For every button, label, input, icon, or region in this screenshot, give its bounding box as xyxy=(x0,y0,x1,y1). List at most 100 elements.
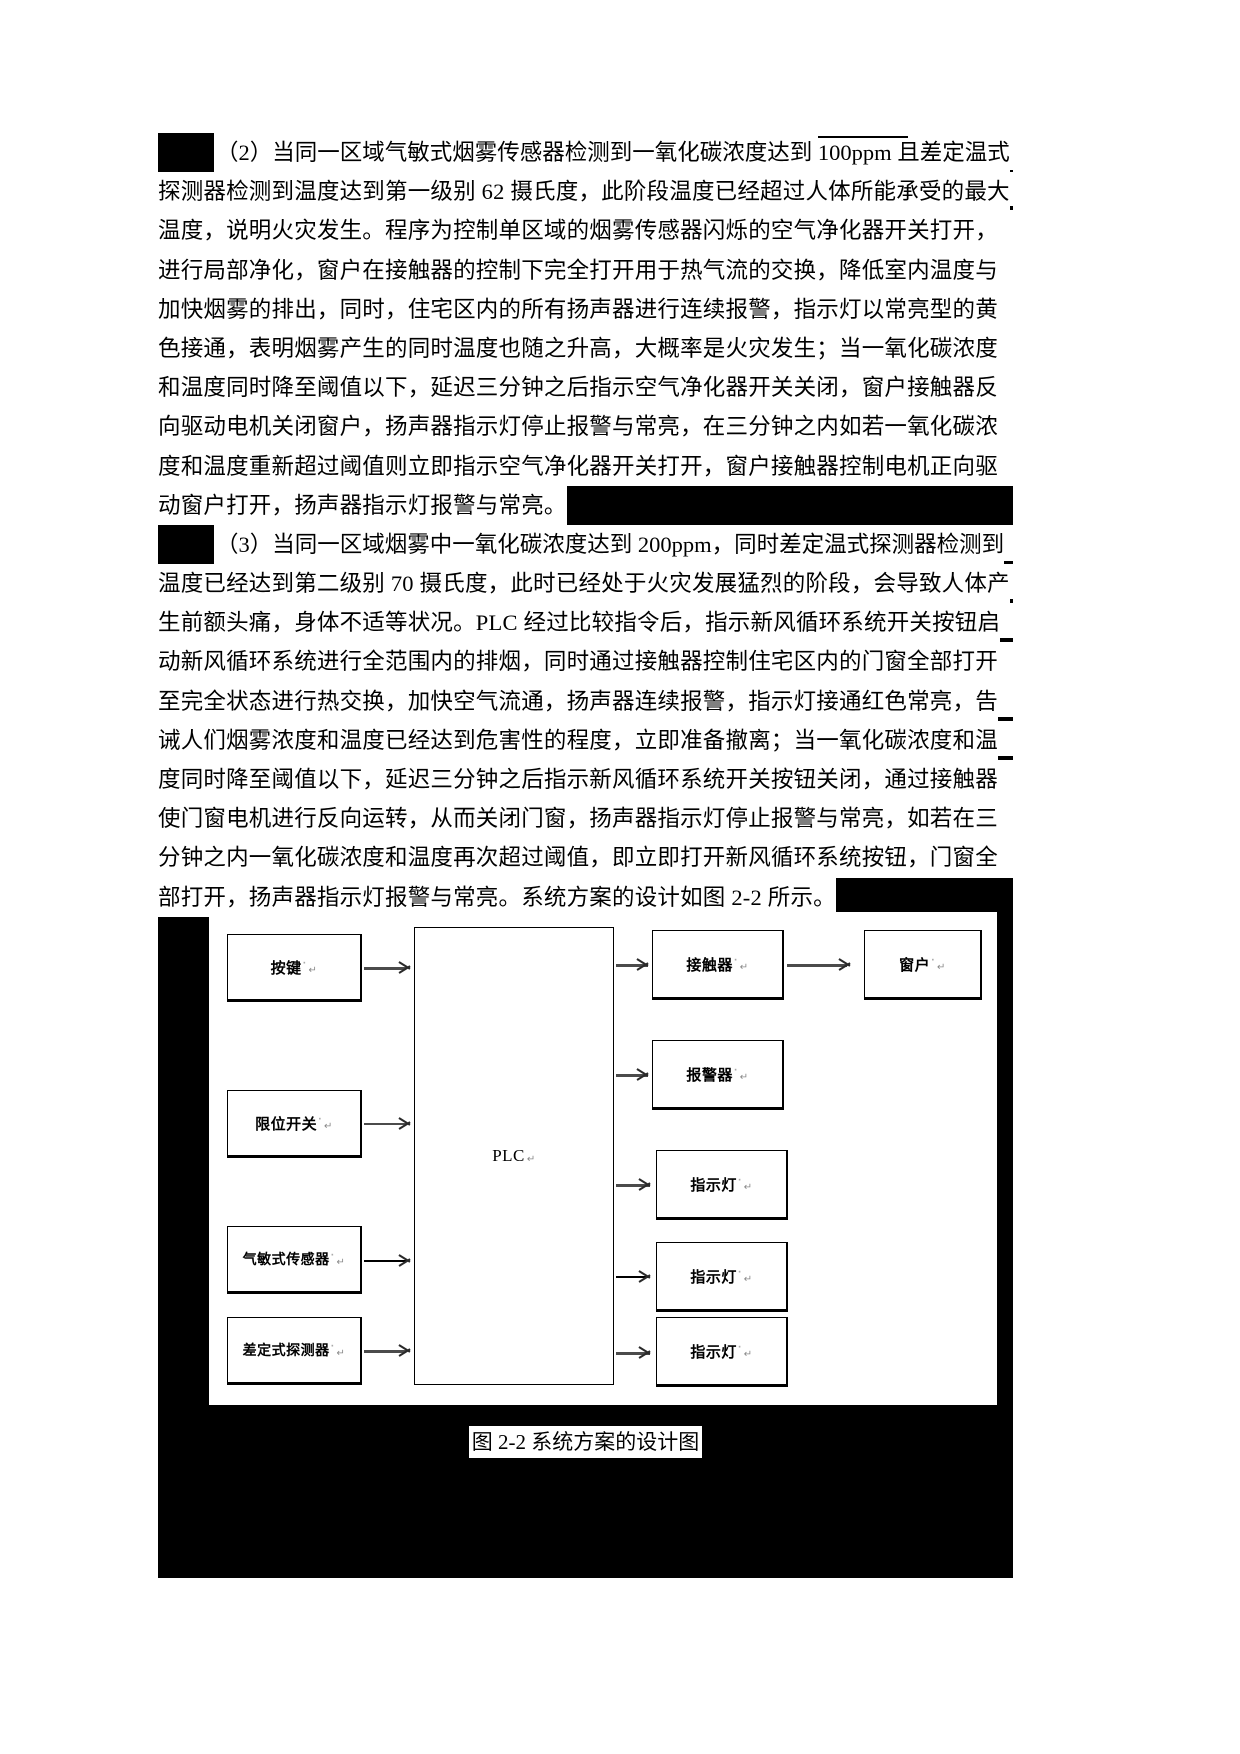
text-line: 分钟之内一氧化碳浓度和温度再次超过阈值，即立即打开新风循环系统按钮，门窗全 xyxy=(158,838,1013,878)
edge-plc-to-contactor xyxy=(616,964,648,967)
node-label: 接触器 xyxy=(686,955,733,974)
pilcrow-icon: ↵ xyxy=(336,1347,346,1359)
node-label: 气敏式传感器 xyxy=(242,1252,330,1268)
block-diagram: 按键·↵ 限位开关·↵ 气敏式传感器·↵ 差定式探测器·↵ PLC↵ 接触器·↵… xyxy=(208,911,998,1406)
pilcrow-icon: ↵ xyxy=(526,1153,536,1165)
text-line-content: 部打开，扬声器指示灯报警与常亮。系统方案的设计如图 2-2 所示。 xyxy=(158,877,836,917)
node-label: 按键 xyxy=(270,958,302,977)
text-line: 动窗户打开，扬声器指示灯报警与常亮。 xyxy=(158,485,1013,525)
text-line-content: 向驱动电机关闭窗户，扬声器指示灯停止报警与常亮，在三分钟之内如若一氧化碳浓 xyxy=(158,407,998,447)
text-line-content: 和温度同时降至阈值以下，延迟三分钟之后指示空气净化器开关关闭，窗户接触器反 xyxy=(158,368,998,408)
node-mark: · xyxy=(737,1176,742,1186)
node-mark: · xyxy=(733,1066,738,1076)
text-line: 至完全状态进行热交换，加快空气流通，扬声器连续报警，指示灯接通红色常亮，告 xyxy=(158,681,1013,723)
arrow-head-icon xyxy=(399,1343,411,1357)
node-label: 限位开关 xyxy=(255,1114,318,1133)
node-light-2: 指示灯·↵ xyxy=(656,1242,788,1312)
text-line: 生前额头痛，身体不适等状况。PLC 经过比较指令后，指示新风循环系统开关按钮启 xyxy=(158,603,1013,643)
arrow-head-icon xyxy=(399,1116,411,1130)
scan-artifact-bar xyxy=(158,133,214,173)
arrow-head-icon xyxy=(399,960,411,974)
node-mark: · xyxy=(318,1115,323,1125)
figure-2-2: 按键·↵ 限位开关·↵ 气敏式传感器·↵ 差定式探测器·↵ PLC↵ 接触器·↵… xyxy=(158,878,1013,1578)
node-rate-detector: 差定式探测器·↵ xyxy=(227,1317,362,1385)
text-line: 度和温度重新超过阈值则立即指示空气净化器开关打开，窗户接触器控制电机正向驱 xyxy=(158,446,1013,486)
text-line-content: 诫人们烟雾浓度和温度已经达到危害性的程度，立即准备撤离；当一氧化碳浓度和温 xyxy=(158,720,998,761)
node-label: PLC xyxy=(492,1146,525,1165)
text-line: 诫人们烟雾浓度和温度已经达到危害性的程度，立即准备撤离；当一氧化碳浓度和温 xyxy=(158,720,1013,761)
node-label: 指示灯 xyxy=(690,1342,737,1361)
text-line: 向驱动电机关闭窗户，扬声器指示灯停止报警与常亮，在三分钟之内如若一氧化碳浓 xyxy=(158,407,1013,447)
text-line-content: 色接通，表明烟雾产生的同时温度也随之升高，大概率是火灾发生；当一氧化碳浓度 xyxy=(158,328,998,369)
node-plc: PLC↵ xyxy=(414,927,614,1385)
paragraph-3: （3）当同一区域烟雾中一氧化碳浓度达到 200ppm，同时差定温式探测器检测到 … xyxy=(158,524,1013,918)
edge-rate-detector-to-plc xyxy=(364,1350,406,1353)
text-line-content: 至完全状态进行热交换，加快空气流通，扬声器连续报警，指示灯接通红色常亮，告 xyxy=(158,681,998,721)
node-mark: · xyxy=(931,956,936,966)
node-alarm: 报警器·↵ xyxy=(652,1040,784,1110)
arrow-head-icon xyxy=(639,1177,651,1191)
arrow-head-icon xyxy=(399,1253,411,1267)
node-label: 报警器 xyxy=(686,1065,733,1084)
figure-caption-text: 图 2-2 系统方案的设计图 xyxy=(468,1426,703,1458)
text-line-content: 进行局部净化，窗户在接触器的控制下完全打开用于热气流的交换，降低室内温度与 xyxy=(158,250,998,290)
pilcrow-icon: ↵ xyxy=(743,1181,753,1193)
text-line-content: （3）当同一区域烟雾中一氧化碳浓度达到 200ppm，同时差定温式探测器检测到 xyxy=(214,524,1005,565)
node-label: 差定式探测器 xyxy=(242,1343,330,1359)
edge-gas-sensor-to-plc xyxy=(364,1260,406,1262)
edge-plc-to-light-1 xyxy=(616,1184,650,1187)
edge-plc-to-light-3 xyxy=(616,1352,650,1355)
text-line: 动新风循环系统进行全范围内的排烟，同时通过接触器控制住宅区内的门窗全部打开 xyxy=(158,642,1013,682)
node-mark: · xyxy=(330,1251,335,1261)
text-line-content: 度同时降至阈值以下，延迟三分钟之后指示新风循环系统开关按钮关闭，通过接触器 xyxy=(158,760,998,800)
pilcrow-icon: ↵ xyxy=(336,1256,346,1268)
paragraph-2: （2）当同一区域气敏式烟雾传感器检测到一氧化碳浓度达到 100ppm 且差定温式… xyxy=(158,133,1013,525)
node-mark: · xyxy=(737,1268,742,1278)
node-label: 指示灯 xyxy=(690,1267,737,1286)
text-line: 进行局部净化，窗户在接触器的控制下完全打开用于热气流的交换，降低室内温度与 xyxy=(158,250,1013,290)
node-button: 按键·↵ xyxy=(227,934,362,1002)
pilcrow-icon: ↵ xyxy=(937,961,946,973)
text-line: 探测器检测到温度达到第一级别 62 摄氏度，此阶段温度已经超过人体所能承受的最大 xyxy=(158,172,1013,212)
edge-button-to-plc xyxy=(364,967,406,970)
document-body: （2）当同一区域气敏式烟雾传感器检测到一氧化碳浓度达到 100ppm 且差定温式… xyxy=(158,133,1013,918)
arrow-head-icon xyxy=(637,1067,649,1081)
text-line-content: 使门窗电机进行反向运转，从而关闭门窗，扬声器指示灯停止报警与常亮，如若在三 xyxy=(158,799,998,839)
node-light-3: 指示灯·↵ xyxy=(656,1317,788,1387)
node-light-1: 指示灯·↵ xyxy=(656,1150,788,1220)
scan-artifact-bar xyxy=(158,524,214,565)
text-line-content: 动窗户打开，扬声器指示灯报警与常亮。 xyxy=(158,485,567,525)
text-line: 使门窗电机进行反向运转，从而关闭门窗，扬声器指示灯停止报警与常亮，如若在三 xyxy=(158,799,1013,839)
edge-limit-switch-to-plc xyxy=(364,1123,406,1125)
pilcrow-icon: ↵ xyxy=(739,961,749,973)
arrow-head-icon xyxy=(637,957,649,971)
arrow-head-icon xyxy=(839,957,851,971)
edge-contactor-to-window xyxy=(787,964,847,967)
edge-plc-to-alarm xyxy=(616,1074,648,1077)
text-line-content: 度和温度重新超过阈值则立即指示空气净化器开关打开，窗户接触器控制电机正向驱 xyxy=(158,446,998,486)
arrow-head-icon xyxy=(639,1269,651,1283)
pilcrow-icon: ↵ xyxy=(743,1348,753,1360)
text-line: 度同时降至阈值以下，延迟三分钟之后指示新风循环系统开关按钮关闭，通过接触器 xyxy=(158,760,1013,800)
node-gas-sensor: 气敏式传感器·↵ xyxy=(227,1226,362,1294)
figure-caption: 图 2-2 系统方案的设计图 xyxy=(158,1426,1013,1458)
text-line: 加快烟雾的排出，同时，住宅区内的所有扬声器进行连续报警，指示灯以常亮型的黄 xyxy=(158,289,1013,329)
node-mark: · xyxy=(733,956,738,966)
edge-plc-to-light-2 xyxy=(616,1276,650,1278)
text-line-content: 生前额头痛，身体不适等状况。PLC 经过比较指令后，指示新风循环系统开关按钮启 xyxy=(158,603,1001,643)
text-line: （2）当同一区域气敏式烟雾传感器检测到一氧化碳浓度达到 100ppm 且差定温式 xyxy=(158,133,1013,177)
text-line-content: 分钟之内一氧化碳浓度和温度再次超过阈值，即立即打开新风循环系统按钮，门窗全 xyxy=(158,838,998,878)
node-contactor: 接触器·↵ xyxy=(652,930,784,1000)
pilcrow-icon: ↵ xyxy=(743,1273,753,1285)
text-line: 温度已经达到第二级别 70 摄氏度，此时已经处于火灾发展猛烈的阶段，会导致人体产 xyxy=(158,564,1013,606)
node-limit-switch: 限位开关·↵ xyxy=(227,1090,362,1158)
text-line-content: 温度，说明火灾发生。程序为控制单区域的烟雾传感器闪烁的空气净化器开关打开， xyxy=(158,211,998,251)
text-line-content: （2）当同一区域气敏式烟雾传感器检测到一氧化碳浓度达到 100ppm 且差定温式 xyxy=(214,133,1010,173)
text-line: 和温度同时降至阈值以下，延迟三分钟之后指示空气净化器开关关闭，窗户接触器反 xyxy=(158,368,1013,408)
arrow-head-icon xyxy=(639,1345,651,1359)
node-mark: · xyxy=(302,959,307,969)
text-line: 色接通，表明烟雾产生的同时温度也随之升高，大概率是火灾发生；当一氧化碳浓度 xyxy=(158,328,1013,369)
text-line-content: 加快烟雾的排出，同时，住宅区内的所有扬声器进行连续报警，指示灯以常亮型的黄 xyxy=(158,289,998,329)
node-mark: · xyxy=(737,1343,742,1353)
